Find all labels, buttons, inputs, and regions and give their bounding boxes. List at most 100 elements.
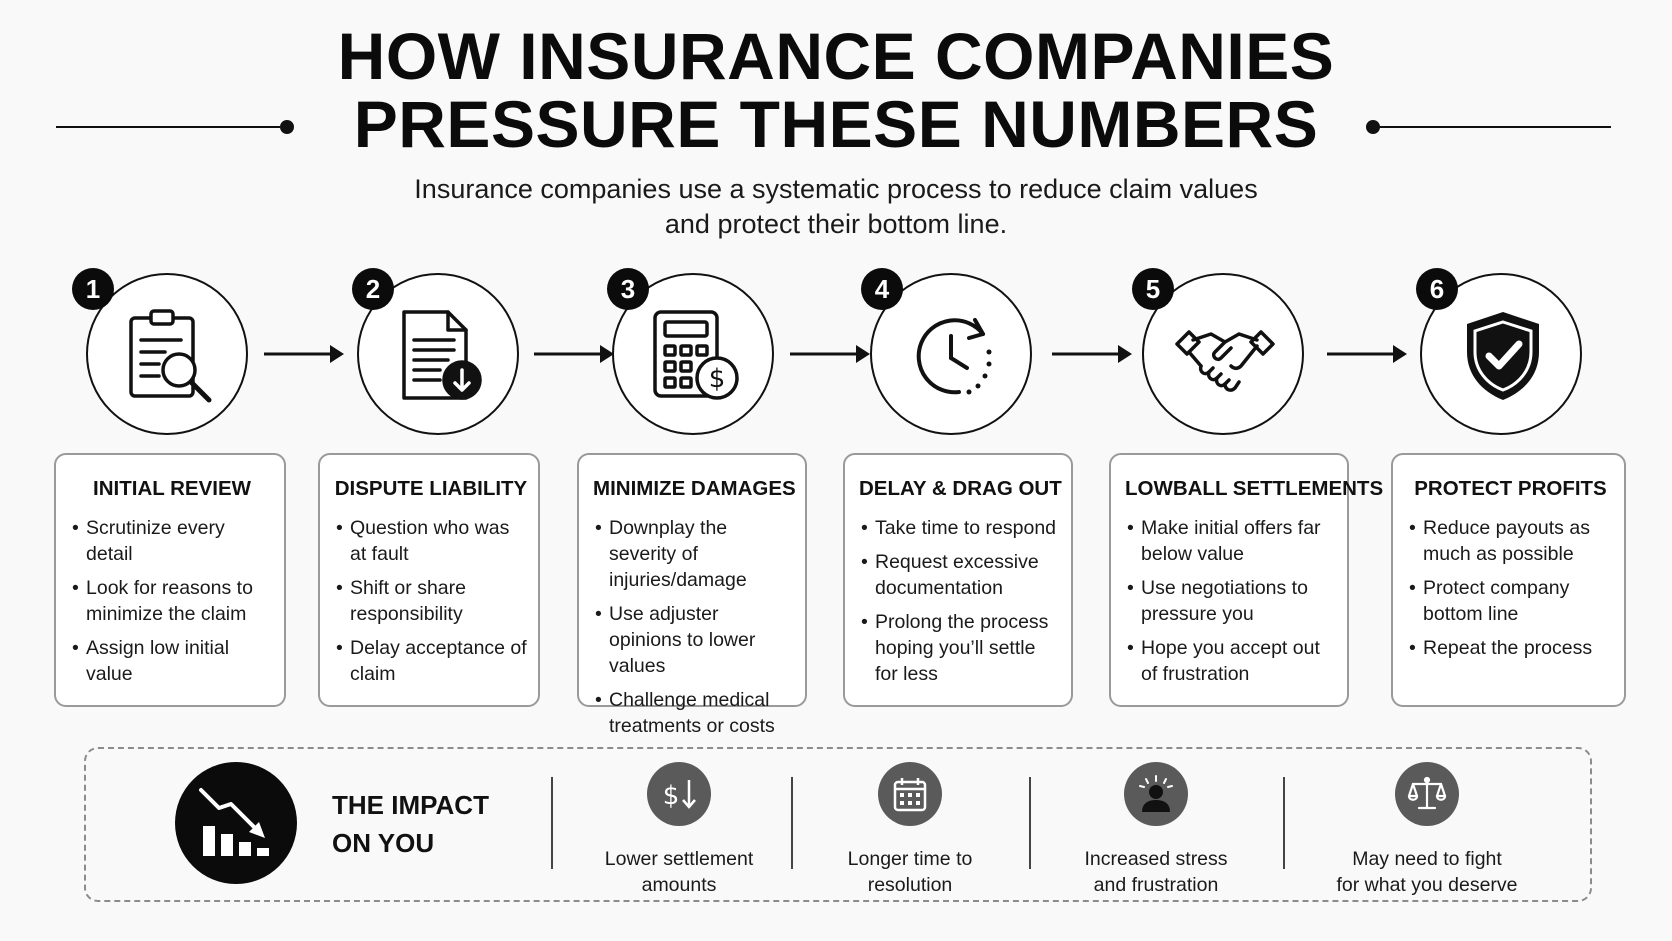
page-title: HOW INSURANCE COMPANIES PRESSURE THESE N… (0, 22, 1672, 158)
list-item: Hope you accept out of frustration (1125, 635, 1337, 687)
step-1-title: INITIAL REVIEW (93, 477, 251, 500)
list-item: Request excessive documentation (859, 549, 1061, 601)
step-6-bullets: Reduce payouts as much as possible Prote… (1407, 515, 1614, 661)
handshake-icon (1175, 330, 1275, 392)
page-subtitle: Insurance companies use a systematic pro… (300, 172, 1372, 242)
list-item: Use adjuster opinions to lower values (593, 601, 795, 679)
impact-item-label: May need to fight for what you deserve (1307, 846, 1547, 898)
impact-item-label-line: Lower settlement (604, 848, 754, 870)
impact-item-icon-circle (1124, 762, 1188, 826)
stressed-person-icon (1139, 775, 1173, 812)
scales-icon (1407, 776, 1447, 810)
arrow-right-icon (1327, 345, 1407, 363)
list-item: Question who was at fault (334, 515, 528, 567)
list-item: Prolong the process hoping you’ll settle… (859, 609, 1061, 687)
subtitle-line-1: Insurance companies use a systematic pro… (414, 174, 1258, 204)
impact-item-icon-circle (878, 762, 942, 826)
impact-icon-circle (175, 762, 297, 884)
list-item: Take time to respond (859, 515, 1061, 541)
impact-item-label-line: for what you deserve (1336, 874, 1518, 896)
clipboard-magnifier-icon (129, 309, 212, 403)
step-5-card: LOWBALL SETTLEMENTS Make initial offers … (1109, 453, 1384, 707)
arrow-right-icon (1052, 345, 1132, 363)
impact-item-label-line: Longer time to (847, 848, 973, 870)
impact-item-icon-circle: $ (647, 762, 711, 826)
declining-chart-icon (199, 788, 269, 856)
impact-item-icon-circle (1395, 762, 1459, 826)
step-4-circle (870, 273, 1032, 435)
step-2-card: DISPUTE LIABILITY Question who was at fa… (318, 453, 540, 707)
impact-item-label-line: and frustration (1093, 874, 1219, 896)
impact-item-lower-settlement: $ Lower settlement amounts (559, 762, 799, 898)
step-3-card: MINIMIZE DAMAGES Downplay the severity o… (577, 453, 807, 737)
step-1-circle (86, 273, 248, 435)
step-3-bullets: Downplay the severity of injuries/damage… (593, 515, 795, 739)
step-5-badge: 5 (1132, 268, 1174, 310)
step-6-card: PROTECT PROFITS Reduce payouts as much a… (1391, 453, 1626, 707)
list-item: Repeat the process (1407, 635, 1614, 661)
step-4-title: DELAY & DRAG OUT (859, 477, 1062, 500)
impact-title-line-1: THE IMPACT (332, 790, 489, 820)
dollar-down-icon: $ (663, 780, 696, 811)
step-2-circle (357, 273, 519, 435)
title-left-rule (56, 126, 280, 128)
impact-divider (1029, 777, 1031, 869)
impact-item-label: Longer time to resolution (790, 846, 1030, 898)
step-1-card: INITIAL REVIEW Scrutinize every detail L… (54, 453, 286, 707)
arrow-right-icon (534, 345, 614, 363)
title-line-2: PRESSURE THESE NUMBERS (353, 87, 1319, 161)
document-download-icon (402, 310, 482, 400)
subtitle-line-2: and protect their bottom line. (664, 209, 1008, 239)
step-5-bullets: Make initial offers far below value Use … (1125, 515, 1337, 687)
step-4-badge: 4 (861, 268, 903, 310)
step-1-badge: 1 (72, 268, 114, 310)
title-right-rule (1373, 126, 1611, 128)
impact-item-label: Increased stress and frustration (1036, 846, 1276, 898)
impact-divider (1283, 777, 1285, 869)
title-left-dot (280, 120, 294, 134)
svg-text:$: $ (709, 364, 726, 394)
impact-item-label-line: May need to fight (1352, 848, 1502, 870)
impact-divider (791, 777, 793, 869)
list-item: Delay acceptance of claim (334, 635, 528, 687)
impact-divider (551, 777, 553, 869)
list-item: Look for reasons to minimize the claim (70, 575, 274, 627)
list-item: Make initial offers far below value (1125, 515, 1337, 567)
step-1-bullets: Scrutinize every detail Look for reasons… (70, 515, 274, 687)
impact-item-need-to-fight: May need to fight for what you deserve (1307, 762, 1547, 898)
shield-check-icon (1467, 312, 1539, 400)
list-item: Assign low initial value (70, 635, 274, 687)
impact-item-increased-stress: Increased stress and frustration (1036, 762, 1276, 898)
impact-title: THE IMPACT ON YOU (332, 786, 489, 862)
step-3-title: MINIMIZE DAMAGES (593, 477, 796, 500)
impact-panel (84, 747, 1592, 902)
arrow-right-icon (790, 345, 870, 363)
step-4-bullets: Take time to respond Request excessive d… (859, 515, 1061, 687)
list-item: Reduce payouts as much as possible (1407, 515, 1614, 567)
arrow-right-icon (264, 345, 344, 363)
svg-text:$: $ (663, 781, 680, 811)
list-item: Downplay the severity of injuries/damage (593, 515, 795, 593)
impact-item-label-line: amounts (641, 874, 717, 896)
list-item: Challenge medical treatments or costs (593, 687, 795, 739)
impact-item-label: Lower settlement amounts (559, 846, 799, 898)
step-2-title: DISPUTE LIABILITY (334, 477, 528, 500)
list-item: Use negotiations to pressure you (1125, 575, 1337, 627)
list-item: Shift or share responsibility (334, 575, 528, 627)
impact-item-longer-time: Longer time to resolution (790, 762, 1030, 898)
step-3-badge: 3 (607, 268, 649, 310)
list-item: Scrutinize every detail (70, 515, 274, 567)
step-6-badge: 6 (1416, 268, 1458, 310)
step-2-bullets: Question who was at fault Shift or share… (334, 515, 528, 687)
calendar-icon (893, 778, 927, 812)
step-4-card: DELAY & DRAG OUT Take time to respond Re… (843, 453, 1073, 707)
title-line-1: HOW INSURANCE COMPANIES (337, 19, 1335, 93)
step-6-title: PROTECT PROFITS (1414, 477, 1607, 500)
impact-item-label-line: Increased stress (1084, 848, 1228, 870)
impact-item-label-line: resolution (867, 874, 953, 896)
impact-title-line-2: ON YOU (332, 828, 435, 858)
step-5-title: LOWBALL SETTLEMENTS (1125, 477, 1384, 500)
step-2-badge: 2 (352, 268, 394, 310)
clock-icon (916, 318, 992, 395)
list-item: Protect company bottom line (1407, 575, 1614, 627)
